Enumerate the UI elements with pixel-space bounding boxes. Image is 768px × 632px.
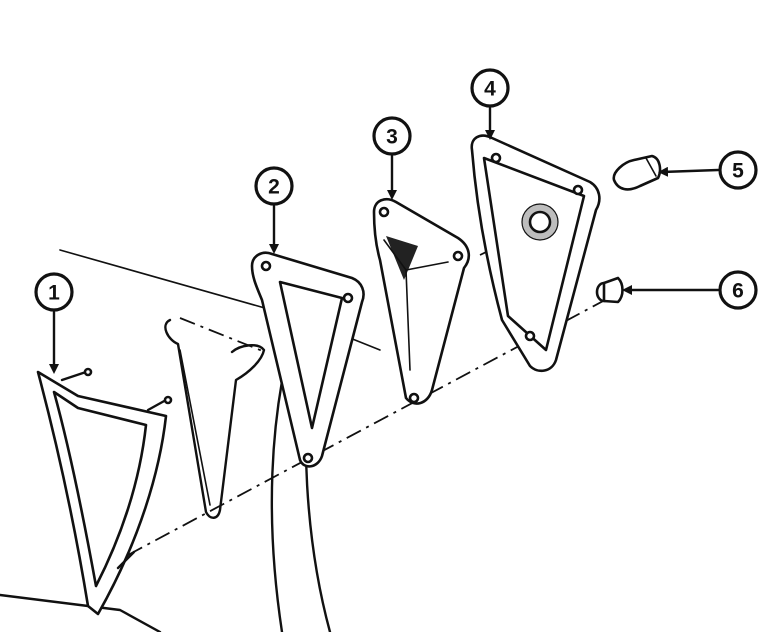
callout-4: 4	[470, 68, 510, 108]
part-1-bezel	[36, 367, 173, 616]
callout-1: 1	[34, 272, 74, 312]
part-3-housing	[372, 198, 471, 405]
callout-1-label: 1	[48, 282, 60, 305]
callout-6-label: 6	[732, 280, 744, 303]
callout-3: 3	[372, 116, 412, 156]
callout-2-label: 2	[268, 176, 280, 199]
callout-3-label: 3	[386, 126, 398, 149]
callout-5: 5	[718, 150, 758, 190]
part-2-gasket	[250, 251, 365, 468]
leader-lines	[49, 106, 720, 374]
callout-4-label: 4	[484, 78, 496, 101]
part-4-base	[470, 134, 601, 373]
part-6-grommet	[595, 276, 624, 304]
retainer-wire	[164, 318, 266, 519]
callout-6: 6	[718, 270, 758, 310]
callout-5-label: 5	[732, 160, 744, 183]
part-5-bulb	[612, 154, 662, 191]
callout-2: 2	[254, 166, 294, 206]
